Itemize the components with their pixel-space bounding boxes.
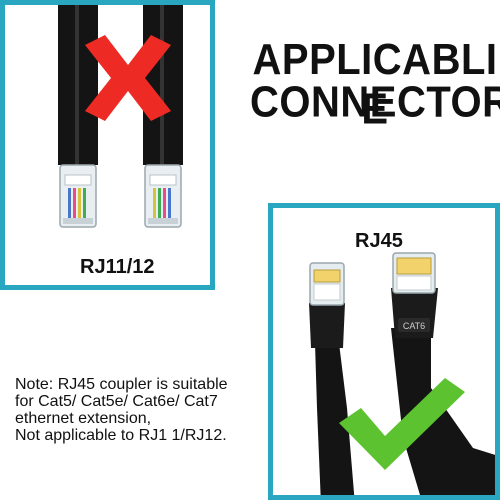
check-icon xyxy=(339,378,465,470)
rj45-cable-left xyxy=(315,343,355,495)
cross-icon xyxy=(85,35,171,121)
note-line: Not applicable to RJ1 1/RJ12. xyxy=(15,427,227,444)
rj45-plug-right: CAT6 xyxy=(391,252,438,338)
rj45-cable-right xyxy=(391,328,495,495)
rj45-cables-illustration: CAT6 xyxy=(309,252,495,495)
cable-text: CAT6 xyxy=(403,321,425,331)
rj11-label: RJ11/12 xyxy=(80,256,155,278)
rj11-plug-right xyxy=(144,164,182,228)
rj11-cables-illustration xyxy=(58,5,183,228)
page-title-line1: APPLICABLI E xyxy=(252,35,498,134)
note-line: for Cat5/ Cat5e/ Cat6e/ Cat7 xyxy=(15,393,218,410)
rj45-label: RJ45 xyxy=(355,230,403,252)
compatibility-note: Note: RJ45 coupler is suitable for Cat5/… xyxy=(15,376,275,444)
note-line: ethernet extension, xyxy=(15,410,152,427)
page-title-line2: CONNECTOR xyxy=(250,77,500,127)
rj45-panel: CAT6 RJ45 xyxy=(268,203,500,500)
rj45-plug-left xyxy=(309,262,345,348)
rj11-plug-left xyxy=(59,164,97,228)
note-line: Note: RJ45 coupler is suitable xyxy=(15,376,228,393)
rj11-panel: RJ11/12 xyxy=(0,0,215,290)
